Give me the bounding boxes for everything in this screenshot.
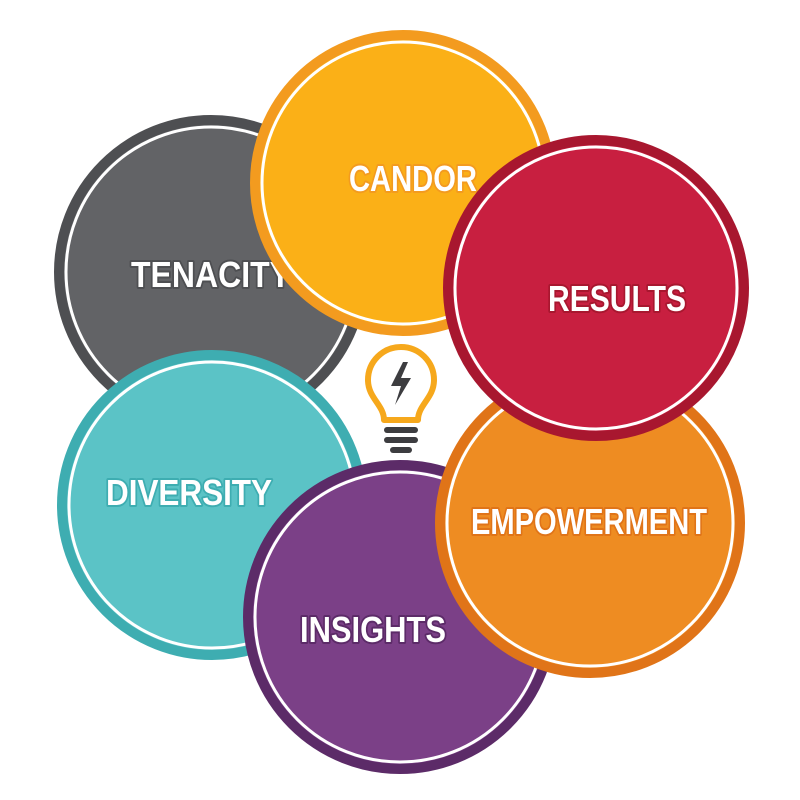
label-diversity: DIVERSITY (106, 472, 272, 513)
label-empowerment: EMPOWERMENT (471, 501, 707, 542)
circle-results: RESULTS (443, 135, 749, 441)
circle-empowerment: EMPOWERMENT (435, 368, 745, 678)
label-results: RESULTS (548, 278, 686, 319)
lightning-bolt-icon (391, 362, 411, 405)
label-tenacity: TENACITY (131, 254, 291, 295)
bulb-base-line (384, 437, 418, 443)
label-insights: INSIGHTS (300, 609, 446, 650)
bulb-base-line (384, 427, 418, 433)
label-candor: CANDOR (349, 158, 477, 199)
bulb-base-line (390, 447, 412, 453)
lightbulb-lightning-icon (365, 344, 437, 453)
circle-inner-ring (453, 145, 739, 431)
bulb-outline (365, 344, 437, 423)
